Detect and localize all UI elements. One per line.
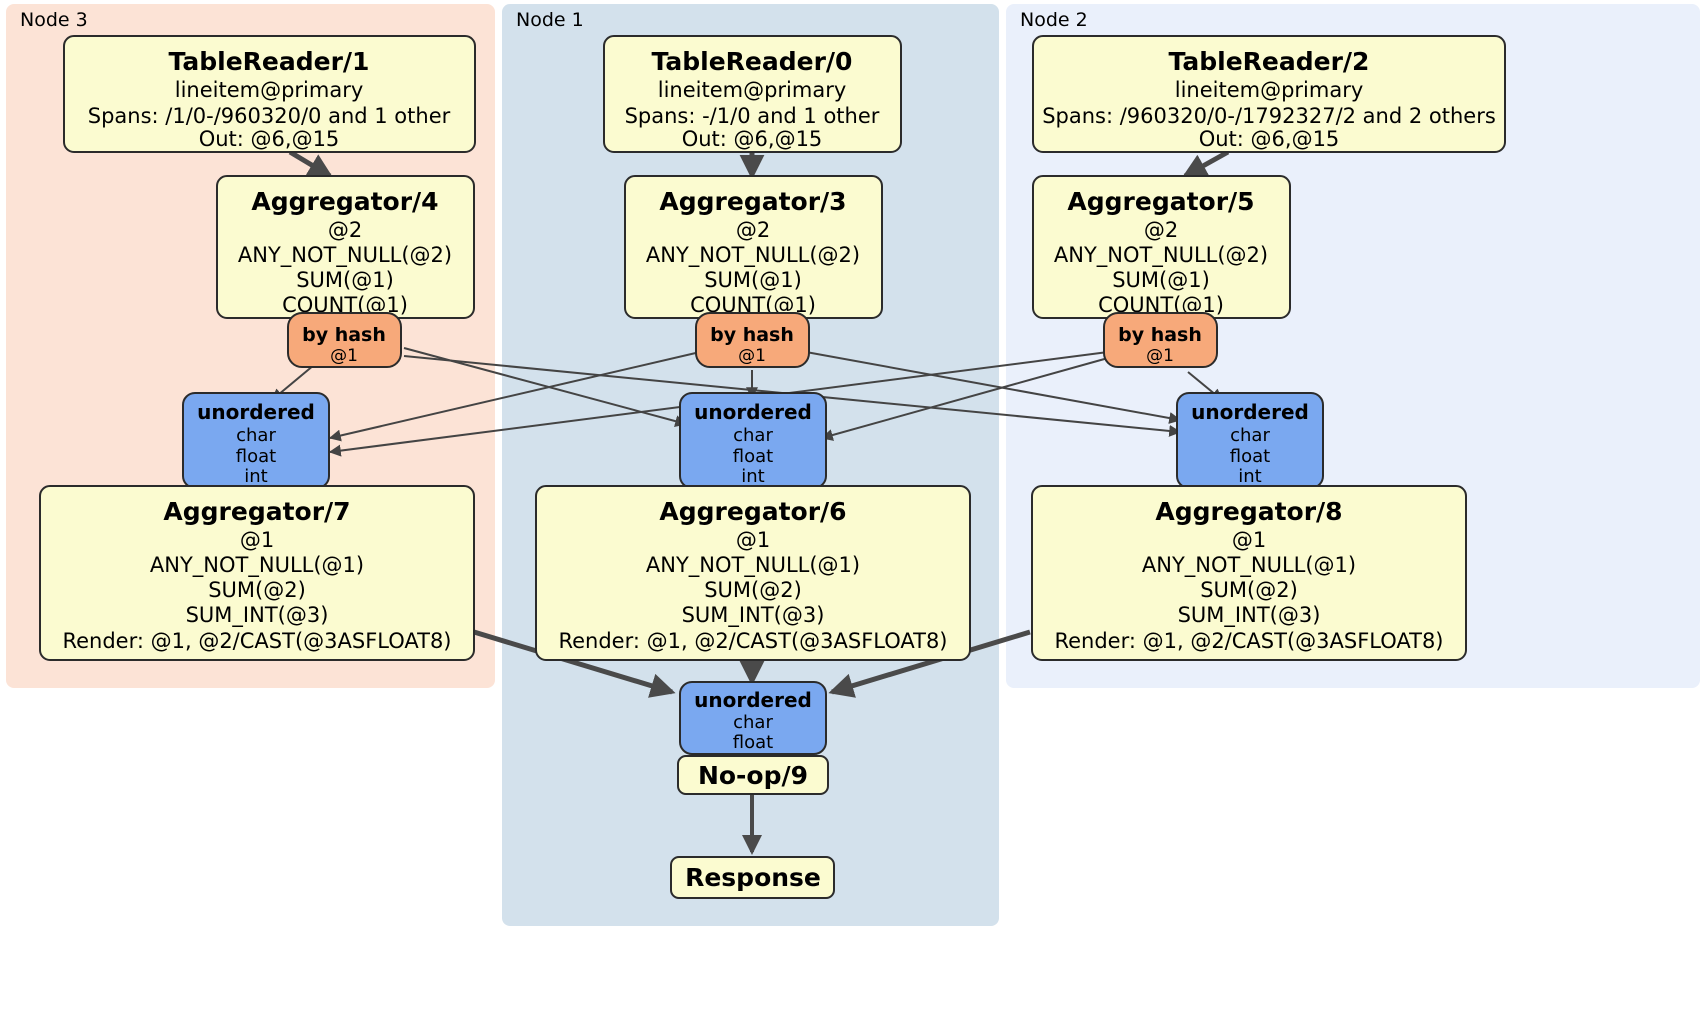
processor-detail-line: @2 <box>736 218 770 242</box>
processor-detail-line: ANY_NOT_NULL(@1) <box>1142 553 1356 578</box>
router-detail-line: @1 <box>330 346 358 366</box>
synchronizer-type-line: char <box>236 425 276 446</box>
synchronizer-title: unordered <box>197 400 315 424</box>
processor-detail-line: @1 <box>1232 528 1266 552</box>
synchronizer-type-line: char <box>733 425 773 446</box>
edge-hash3-to-unordered7 <box>328 351 701 442</box>
router-detail-line: @1 <box>1146 346 1174 366</box>
router-title: by hash <box>710 324 794 346</box>
processor-title: TableReader/0 <box>652 47 853 76</box>
edge-hash5-to-unordered6 <box>820 357 1109 441</box>
processor-response[interactable]: Response <box>670 856 835 899</box>
edge-tablereader2-to-aggregator5 <box>1181 149 1230 179</box>
synchronizer-unordered-8[interactable]: unordered char float int <box>1176 392 1324 489</box>
processor-title: Aggregator/6 <box>659 497 846 526</box>
processor-title: No-op/9 <box>698 761 808 790</box>
node-panel-label-node2: Node 2 <box>1020 9 1088 31</box>
processor-aggregator-8[interactable]: Aggregator/8 @1 ANY_NOT_NULL(@1) SUM(@2)… <box>1031 485 1467 661</box>
processor-detail-line: Spans: -/1/0 and 1 other <box>625 104 880 128</box>
processor-detail-line: lineitem@primary <box>175 78 364 102</box>
processor-title: Aggregator/5 <box>1067 187 1254 216</box>
processor-detail-line: SUM(@1) <box>296 268 394 292</box>
processor-detail-line: ANY_NOT_NULL(@1) <box>646 553 860 578</box>
synchronizer-type-line: float <box>1230 446 1270 467</box>
processor-aggregator-3[interactable]: Aggregator/3 @2 ANY_NOT_NULL(@2) SUM(@1)… <box>624 175 883 319</box>
processor-detail-line: @2 <box>1144 218 1178 242</box>
router-title: by hash <box>302 324 386 346</box>
synchronizer-type-line: int <box>244 466 267 487</box>
processor-tablereader-0[interactable]: TableReader/0 lineitem@primary Spans: -/… <box>603 35 902 153</box>
processor-title: Aggregator/3 <box>659 187 846 216</box>
processor-detail-line: lineitem@primary <box>658 78 847 102</box>
processor-noop-9[interactable]: No-op/9 <box>677 755 829 795</box>
edge-aggregator7-to-final-unordered <box>473 629 676 698</box>
processor-aggregator-7[interactable]: Aggregator/7 @1 ANY_NOT_NULL(@1) SUM(@2)… <box>39 485 475 661</box>
synchronizer-type-line: float <box>236 446 276 467</box>
processor-detail-line: SUM(@1) <box>704 268 802 292</box>
processor-detail-line: Out: @6,@15 <box>199 127 340 151</box>
processor-detail-line: Out: @6,@15 <box>1199 127 1340 151</box>
processor-detail-line: @1 <box>736 528 770 552</box>
synchronizer-type-line: float <box>733 732 773 753</box>
processor-title: Response <box>685 863 821 892</box>
edge-tablereader1-to-aggregator4 <box>288 149 334 179</box>
processor-title: Aggregator/7 <box>163 497 350 526</box>
router-by-hash-4[interactable]: by hash @1 <box>287 312 402 368</box>
edge-aggregator8-to-final-unordered <box>828 629 1031 698</box>
processor-detail-line: @1 <box>240 528 274 552</box>
processor-title: Aggregator/4 <box>251 187 438 216</box>
synchronizer-unordered-7[interactable]: unordered char float int <box>182 392 330 489</box>
synchronizer-type-line: char <box>733 712 773 733</box>
processor-detail-line: ANY_NOT_NULL(@2) <box>1054 243 1268 268</box>
processor-detail-line: Out: @6,@15 <box>682 127 823 151</box>
router-by-hash-3[interactable]: by hash @1 <box>695 312 810 368</box>
processor-title: TableReader/1 <box>169 47 370 76</box>
router-detail-line: @1 <box>738 346 766 366</box>
router-title: by hash <box>1118 324 1202 346</box>
synchronizer-type-line: char <box>1230 425 1270 446</box>
processor-detail-line: SUM_INT(@3) <box>1178 603 1321 628</box>
processor-aggregator-5[interactable]: Aggregator/5 @2 ANY_NOT_NULL(@2) SUM(@1)… <box>1032 175 1291 319</box>
node-panel-label-node3: Node 3 <box>20 9 88 31</box>
synchronizer-title: unordered <box>694 688 812 712</box>
synchronizer-unordered-final[interactable]: unordered char float <box>679 681 827 755</box>
processor-render-line: Render: @1, @2/CAST(@3ASFLOAT8) <box>1054 629 1443 653</box>
processor-detail-line: SUM(@2) <box>704 578 802 602</box>
processor-detail-line: SUM(@2) <box>208 578 306 602</box>
processor-detail-line: SUM(@2) <box>1200 578 1298 602</box>
processor-detail-line: SUM_INT(@3) <box>186 603 329 628</box>
processor-detail-line: SUM_INT(@3) <box>682 603 825 628</box>
router-by-hash-5[interactable]: by hash @1 <box>1103 312 1218 368</box>
processor-detail-line: ANY_NOT_NULL(@2) <box>646 243 860 268</box>
processor-detail-line: Spans: /960320/0-/1792327/2 and 2 others <box>1042 104 1496 128</box>
processor-tablereader-1[interactable]: TableReader/1 lineitem@primary Spans: /1… <box>63 35 476 153</box>
processor-aggregator-6[interactable]: Aggregator/6 @1 ANY_NOT_NULL(@1) SUM(@2)… <box>535 485 971 661</box>
processor-detail-line: lineitem@primary <box>1175 78 1364 102</box>
processor-detail-line: ANY_NOT_NULL(@2) <box>238 243 452 268</box>
synchronizer-type-line: int <box>1238 466 1261 487</box>
edge-hash3-to-unordered8 <box>805 351 1182 424</box>
synchronizer-type-line: int <box>741 466 764 487</box>
processor-detail-line: @2 <box>328 218 362 242</box>
processor-render-line: Render: @1, @2/CAST(@3ASFLOAT8) <box>62 629 451 653</box>
processor-aggregator-4[interactable]: Aggregator/4 @2 ANY_NOT_NULL(@2) SUM(@1)… <box>216 175 475 319</box>
processor-detail-line: ANY_NOT_NULL(@1) <box>150 553 364 578</box>
synchronizer-title: unordered <box>1191 400 1309 424</box>
synchronizer-type-line: float <box>733 446 773 467</box>
node-panel-label-node1: Node 1 <box>516 9 584 31</box>
processor-title: TableReader/2 <box>1169 47 1370 76</box>
processor-tablereader-2[interactable]: TableReader/2 lineitem@primary Spans: /9… <box>1032 35 1506 153</box>
processor-detail-line: SUM(@1) <box>1112 268 1210 292</box>
processor-render-line: Render: @1, @2/CAST(@3ASFLOAT8) <box>558 629 947 653</box>
processor-title: Aggregator/8 <box>1155 497 1342 526</box>
synchronizer-unordered-6[interactable]: unordered char float int <box>679 392 827 489</box>
synchronizer-title: unordered <box>694 400 812 424</box>
processor-detail-line: Spans: /1/0-/960320/0 and 1 other <box>88 104 451 128</box>
